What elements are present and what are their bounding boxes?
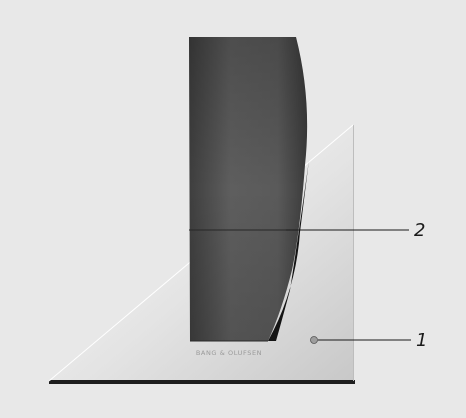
- speaker-front-shading: [189, 37, 308, 341]
- speaker-body: [189, 37, 309, 342]
- callout-1: 1: [318, 330, 427, 351]
- callout-1-label: 1: [416, 330, 427, 351]
- callout-2: 2: [286, 220, 425, 241]
- callout-2-label: 2: [414, 220, 425, 241]
- stand-base-edge: [49, 380, 355, 384]
- indicator-light: [310, 336, 318, 344]
- brand-logo-text: BANG & OLUFSEN: [196, 349, 262, 357]
